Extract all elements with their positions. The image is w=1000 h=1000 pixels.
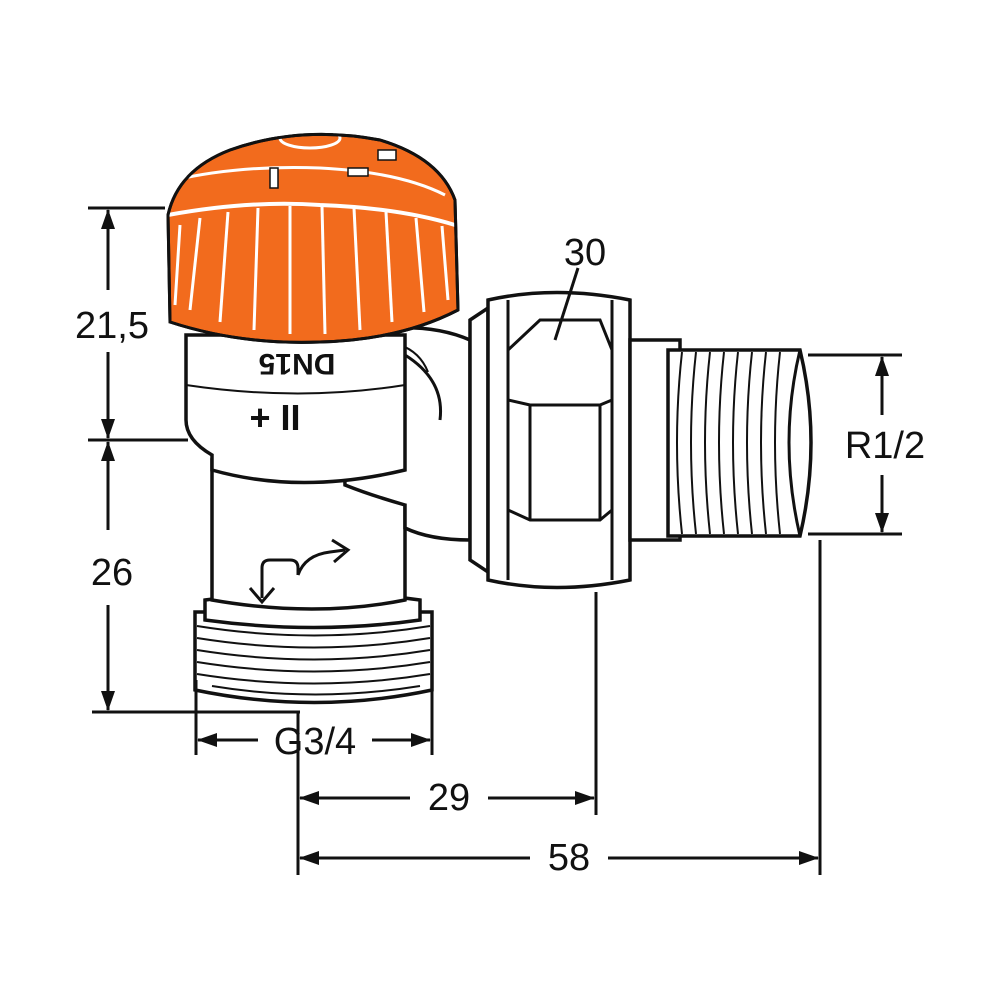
- valve-body: DN15 + II: [166, 126, 813, 705]
- size-marking: DN15: [259, 347, 336, 380]
- union-nut: [468, 290, 632, 590]
- outlet-thread: [666, 348, 813, 538]
- dimension-lines: [88, 206, 902, 875]
- dim-outlet-thread-label: R1/2: [845, 425, 925, 467]
- lower-body: [210, 458, 407, 611]
- dim-offset-short-label: 29: [428, 777, 470, 819]
- flow-arrow-icon: [248, 538, 351, 605]
- dim-top-height-label: 21,5: [75, 305, 149, 347]
- symbol-marking: + II: [249, 397, 300, 438]
- dim-nut-size-label: 30: [564, 232, 606, 274]
- protective-cap: [166, 126, 460, 344]
- dim-lower-height-label: 26: [91, 552, 133, 594]
- upper-bonnet: [184, 333, 407, 485]
- dim-inlet-thread-label: G3/4: [274, 721, 356, 763]
- dim-offset-long-label: 58: [548, 837, 590, 879]
- dimension-labels: 21,5 26 30 R1/2 G3/4 29 58: [75, 232, 925, 879]
